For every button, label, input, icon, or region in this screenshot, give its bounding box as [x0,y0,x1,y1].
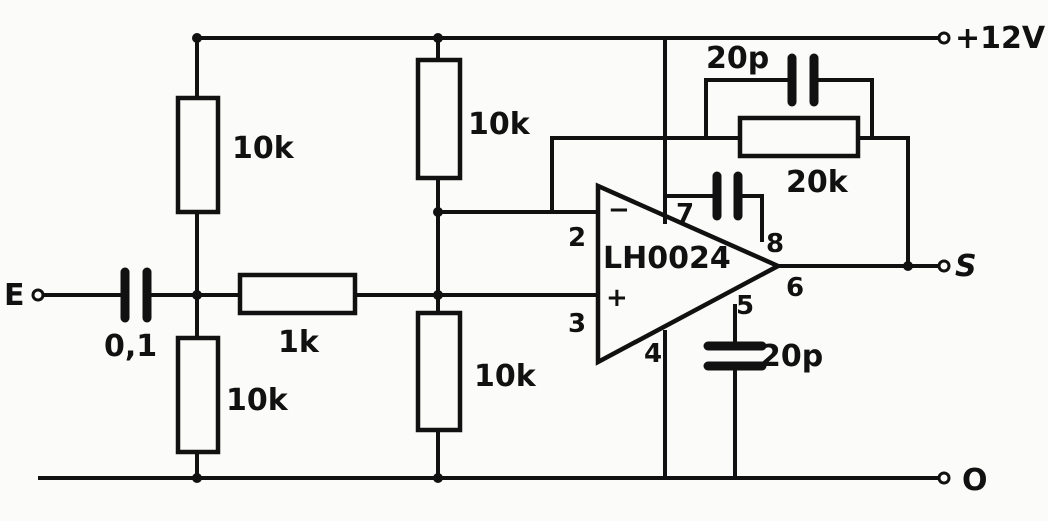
capacitor-comp-20p [703,341,767,371]
pin-7-label: 7 [676,199,694,229]
pin-6-label: 6 [786,273,804,303]
inverting-sign: − [608,195,630,225]
comp-cap-wires [666,194,764,242]
label-output: S [955,249,977,284]
label-r2: 10k [226,383,289,418]
pin-8-label: 8 [766,229,784,259]
junction-dots [192,33,913,483]
resistor-r4 [415,57,463,181]
capacitor-feedback-20p [787,53,819,107]
pin-4-label: 4 [644,339,662,369]
pin-3-label: 3 [568,309,586,339]
resistor-r2 [175,335,221,455]
capacitor-pin7-8 [712,171,743,221]
capacitor-input [120,267,152,323]
terminal-input [31,288,45,302]
terminal-output [937,259,951,273]
label-r5: 10k [474,359,537,394]
label-c-comp: 20p [760,339,823,374]
label-opamp: LH0024 [603,241,731,276]
label-input: E [4,278,25,313]
label-ground: O [962,463,988,498]
label-r4: 10k [468,107,531,142]
label-supply: +12V [955,21,1046,56]
feedback-wires [550,78,910,268]
label-r-feedback: 20k [786,165,849,200]
label-c-input: 0,1 [104,329,157,364]
pin-5-label: 5 [736,291,754,321]
label-r3: 1k [278,325,320,360]
resistor-r5 [415,310,463,433]
pin-2-label: 2 [568,223,586,253]
label-r1: 10k [232,131,295,166]
resistor-r1 [175,95,221,215]
resistor-r3 [237,272,358,316]
noninverting-sign: + [606,283,628,313]
resistor-feedback-20k [737,115,861,159]
label-c-feedback: 20p [706,41,769,76]
terminal-supply [937,31,951,45]
terminal-ground [937,471,951,485]
opamp-lh0024 [595,182,784,366]
